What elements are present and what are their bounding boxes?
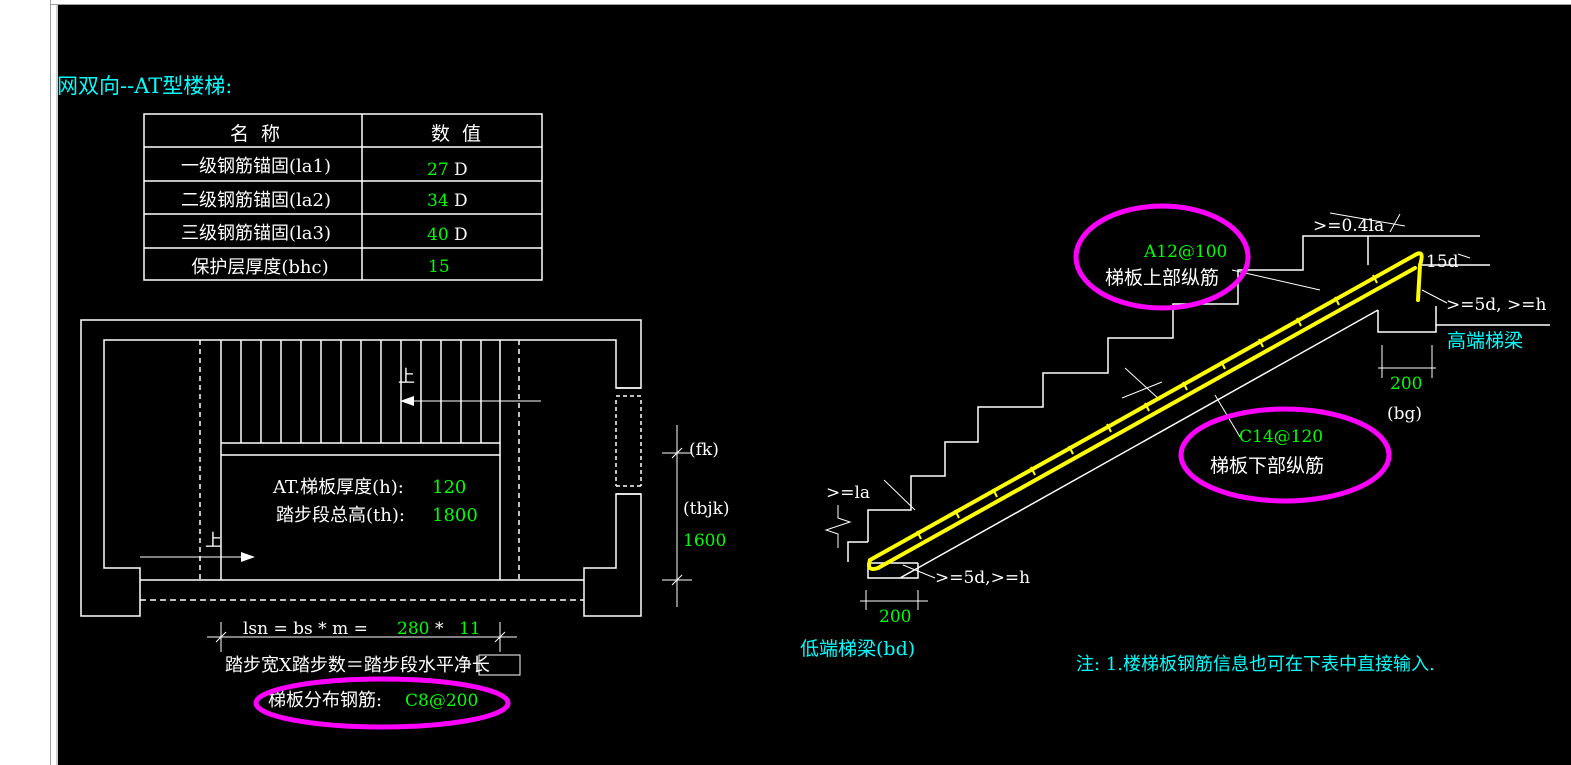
stair-plan-view: [80, 319, 642, 617]
dist-rebar-value[interactable]: C8@200: [405, 691, 478, 711]
table-row-unit: D: [454, 225, 468, 245]
low-beam-label: 低端梯梁(bd): [800, 638, 915, 660]
table-row-value[interactable]: 40: [427, 225, 449, 245]
dim-tbjk-value[interactable]: 1600: [683, 531, 726, 551]
up-arrow-icon: [241, 552, 255, 562]
high-beam-code: (bg): [1387, 404, 1422, 424]
lsn-m-value[interactable]: 11: [459, 619, 481, 639]
formula-text: 踏步宽X踏步数＝踏步段水平净长: [225, 655, 490, 676]
rebar-lines: [867, 251, 1424, 571]
lsn-star: *: [435, 619, 444, 639]
stair-section-view: [847, 235, 1550, 579]
vertical-dimension: [662, 425, 692, 607]
anchor-la-label: >=la: [826, 483, 870, 503]
drawing-title: 网双向--AT型楼梯:: [57, 74, 232, 98]
plan-up-label: 上: [398, 367, 415, 387]
plan-up-label: 上: [205, 531, 222, 551]
anchor-top-label: >=0.4la: [1313, 216, 1384, 236]
table-row-value[interactable]: 15: [428, 257, 450, 277]
horizontal-dimension: [207, 622, 517, 652]
section-break-lines: [824, 212, 1471, 610]
drawing-note: 注: 1.楼梯板钢筋信息也可在下表中直接输入.: [1076, 654, 1435, 675]
dim-tbjk-label: (tbjk): [683, 499, 730, 519]
dist-rebar-label: 梯板分布钢筋:: [268, 690, 382, 711]
text-cursor-box: [478, 654, 521, 676]
table-row-name: 保护层厚度(bhc): [191, 257, 328, 278]
lsn-bs-value[interactable]: 280: [397, 619, 429, 639]
table-header-name: 名 称: [230, 123, 280, 145]
bottom-rebar-value[interactable]: C14@120: [1239, 427, 1323, 447]
lsn-formula-label: lsn = bs * m =: [243, 619, 368, 639]
total-height-label: 踏步段总高(th):: [276, 505, 405, 526]
top-rebar-label: 梯板上部纵筋: [1105, 267, 1219, 289]
bottom-rebar-label: 梯板下部纵筋: [1210, 455, 1324, 477]
high-beam-label: 高端梯梁: [1447, 330, 1523, 352]
anchor-5d-low-label: >=5d,>=h: [935, 568, 1030, 588]
anchor-5d-high-label: >=5d, >=h: [1446, 295, 1546, 315]
table-header-value: 数 值: [431, 123, 481, 145]
total-height-value[interactable]: 1800: [432, 505, 478, 526]
bottom-rebar-highlight: [1178, 406, 1392, 504]
anchor-15d-label: 15d: [1426, 252, 1459, 272]
table-row-name: 二级钢筋锚固(la2): [181, 190, 331, 211]
table-row-unit: D: [454, 160, 468, 180]
table-row-name: 一级钢筋锚固(la1): [181, 156, 331, 177]
low-beam-dim[interactable]: 200: [879, 607, 911, 627]
thickness-value[interactable]: 120: [432, 477, 466, 498]
up-arrow-icon: [400, 396, 414, 406]
cad-canvas: [56, 5, 1571, 765]
left-panel: [0, 0, 51, 765]
rebar-distribution-ticks: [916, 274, 1378, 540]
table-row-unit: D: [454, 191, 468, 211]
dim-fk-label: (fk): [689, 440, 719, 460]
dist-rebar-highlight: [253, 676, 511, 730]
thickness-label: AT.梯板厚度(h):: [272, 477, 404, 498]
table-row-value[interactable]: 34: [427, 191, 449, 211]
high-beam-dim[interactable]: 200: [1390, 374, 1422, 394]
table-row-name: 三级钢筋锚固(la3): [181, 223, 331, 244]
top-rebar-value[interactable]: A12@100: [1143, 242, 1227, 262]
parameter-table: [143, 113, 543, 281]
table-row-value[interactable]: 27: [427, 160, 449, 180]
window-top-border: [0, 0, 1571, 5]
top-rebar-highlight: [1073, 203, 1251, 311]
